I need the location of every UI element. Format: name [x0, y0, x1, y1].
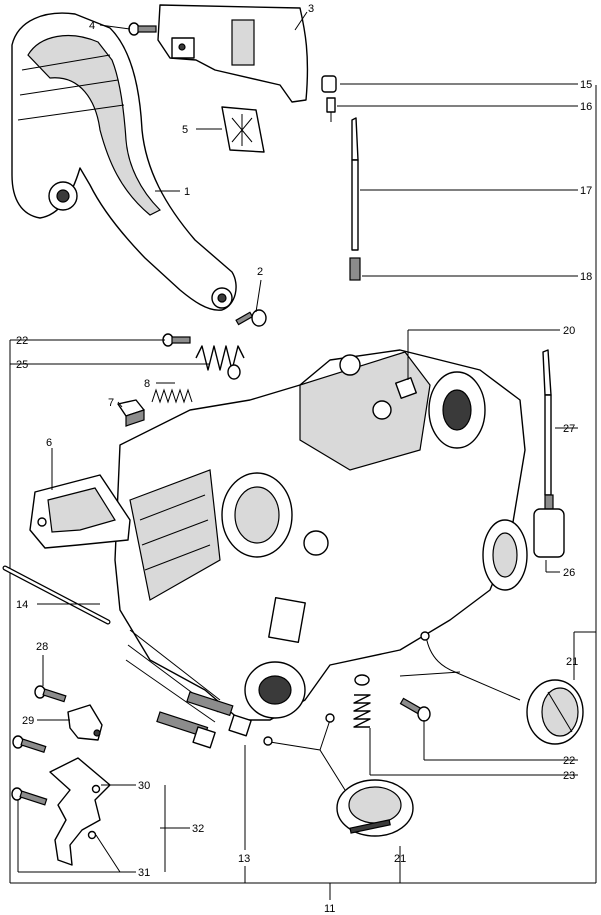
callout-4: 4	[89, 20, 95, 32]
callout-32: 32	[192, 823, 204, 835]
callout-14: 14	[16, 599, 28, 611]
callout-6: 6	[46, 437, 52, 449]
part-4-screw	[128, 22, 157, 36]
callout-3: 3	[308, 3, 314, 15]
part-22-screw-upper	[162, 333, 191, 347]
callout-23: 23	[563, 770, 575, 782]
part-15-cap	[321, 75, 337, 93]
callout-11: 11	[324, 903, 335, 915]
part-13-pins	[156, 691, 252, 749]
callout-22-upper: 22	[16, 335, 28, 347]
callout-1: 1	[184, 186, 190, 198]
part-5-pad	[221, 106, 265, 153]
part-14-rod	[2, 565, 111, 625]
callout-20: 20	[563, 325, 575, 337]
part-23-spring	[353, 674, 371, 728]
part-7-block	[117, 399, 145, 427]
part-1-brake-handle	[11, 12, 237, 311]
part-3-bracket	[157, 4, 309, 103]
part-27-rod	[542, 349, 552, 496]
frame-lines	[9, 85, 597, 900]
part-16-valve	[326, 97, 336, 122]
callout-2: 2	[257, 266, 263, 278]
callout-29: 29	[22, 715, 34, 727]
part-29-block	[67, 704, 103, 741]
callout-labels: 1 2 3 4 5 6 7 8 11 13 14 15 16 17 18 20 …	[16, 3, 592, 915]
callout-27: 27	[563, 423, 575, 435]
part-17-rod	[351, 117, 359, 251]
part-6-gasket	[29, 474, 131, 549]
callout-8: 8	[144, 378, 150, 390]
callout-28: 28	[36, 641, 48, 653]
callout-17: 17	[580, 185, 592, 197]
part-11-crankcase	[114, 349, 528, 723]
part-31-screw	[11, 787, 48, 806]
part-21-cap-right	[399, 631, 584, 745]
callout-31: 31	[138, 867, 150, 879]
callout-13: 13	[238, 853, 250, 865]
part-22-screw-lower	[399, 697, 431, 722]
callout-22-lower: 22	[563, 755, 575, 767]
callout-21-bottom: 21	[394, 853, 406, 865]
part-26-filter	[533, 494, 565, 558]
callout-25: 25	[16, 359, 28, 371]
part-2-screw	[235, 309, 267, 327]
part-18-fitting	[349, 257, 361, 281]
part-21-cap-bottom	[263, 713, 414, 837]
callout-16: 16	[580, 101, 592, 113]
callout-26: 26	[563, 567, 575, 579]
part-25-spring	[195, 345, 245, 380]
part-30-screw	[12, 735, 47, 754]
callout-21-right: 21	[566, 656, 578, 668]
callout-15: 15	[580, 79, 592, 91]
part-8-spring	[151, 388, 193, 404]
leader-lines	[17, 11, 596, 883]
callout-30: 30	[138, 780, 150, 792]
part-28-screw	[34, 685, 67, 703]
part-32-plate	[49, 757, 111, 866]
callout-7: 7	[108, 397, 114, 409]
callout-5: 5	[182, 124, 188, 136]
callout-18: 18	[580, 271, 592, 283]
